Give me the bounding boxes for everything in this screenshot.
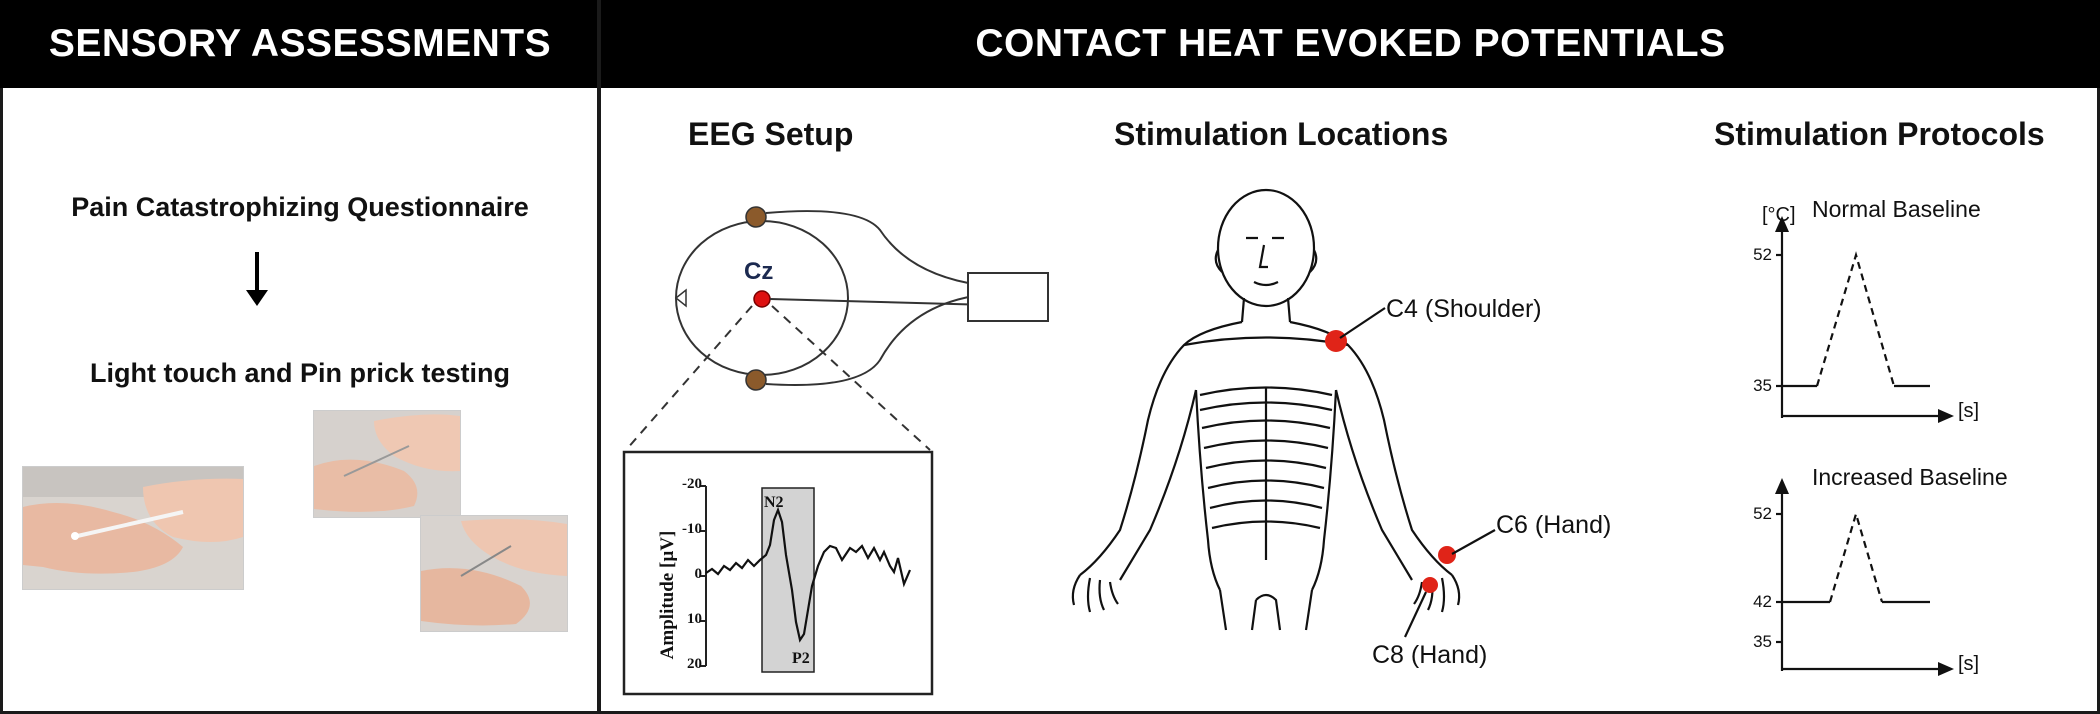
tick-neg10: -10 (680, 521, 702, 538)
contact-heat-header: CONTACT HEAT EVOKED POTENTIALS (601, 0, 2100, 88)
p2-label: P2 (792, 650, 810, 668)
tick-10: 10 (680, 611, 702, 628)
temp-unit-label: [°C] (1762, 204, 1796, 227)
normal-time-unit: [s] (1958, 400, 1979, 423)
n2-label: N2 (764, 494, 784, 512)
cz-label: Cz (744, 258, 773, 286)
increased-floor-tick: 35 (1742, 632, 1772, 652)
waveform-ylabel: Amplitude [µV] (657, 515, 679, 675)
normal-baseline-title: Normal Baseline (1812, 196, 1981, 223)
stimulation-locations-title: Stimulation Locations (1114, 116, 1448, 153)
tick-0: 0 (680, 566, 702, 583)
light-touch-photo (22, 466, 244, 590)
tick-neg20: -20 (680, 476, 702, 493)
eeg-setup-title: EEG Setup (688, 116, 853, 153)
normal-peak-tick: 52 (1742, 245, 1772, 265)
stimulation-protocols-title: Stimulation Protocols (1714, 116, 2045, 153)
pin-prick-photo-1 (313, 410, 461, 518)
c6-label: C6 (Hand) (1496, 511, 1611, 540)
sensory-assessments-panel: SENSORY ASSESSMENTS Pain Catastrophizing… (0, 0, 600, 714)
sensory-assessments-header: SENSORY ASSESSMENTS (0, 0, 600, 88)
increased-time-unit: [s] (1958, 653, 1979, 676)
tick-20: 20 (680, 656, 702, 673)
increased-baseline-tick: 42 (1742, 592, 1772, 612)
increased-peak-tick: 52 (1742, 504, 1772, 524)
light-touch-label: Light touch and Pin prick testing (0, 358, 600, 389)
c4-label: C4 (Shoulder) (1386, 295, 1542, 324)
normal-baseline-tick: 35 (1742, 376, 1772, 396)
c8-label: C8 (Hand) (1372, 641, 1487, 670)
increased-baseline-title: Increased Baseline (1812, 464, 2008, 491)
contact-heat-panel: CONTACT HEAT EVOKED POTENTIALS (601, 0, 2100, 714)
pain-catastrophizing-label: Pain Catastrophizing Questionnaire (0, 192, 600, 223)
pin-prick-photo-2 (420, 515, 568, 632)
